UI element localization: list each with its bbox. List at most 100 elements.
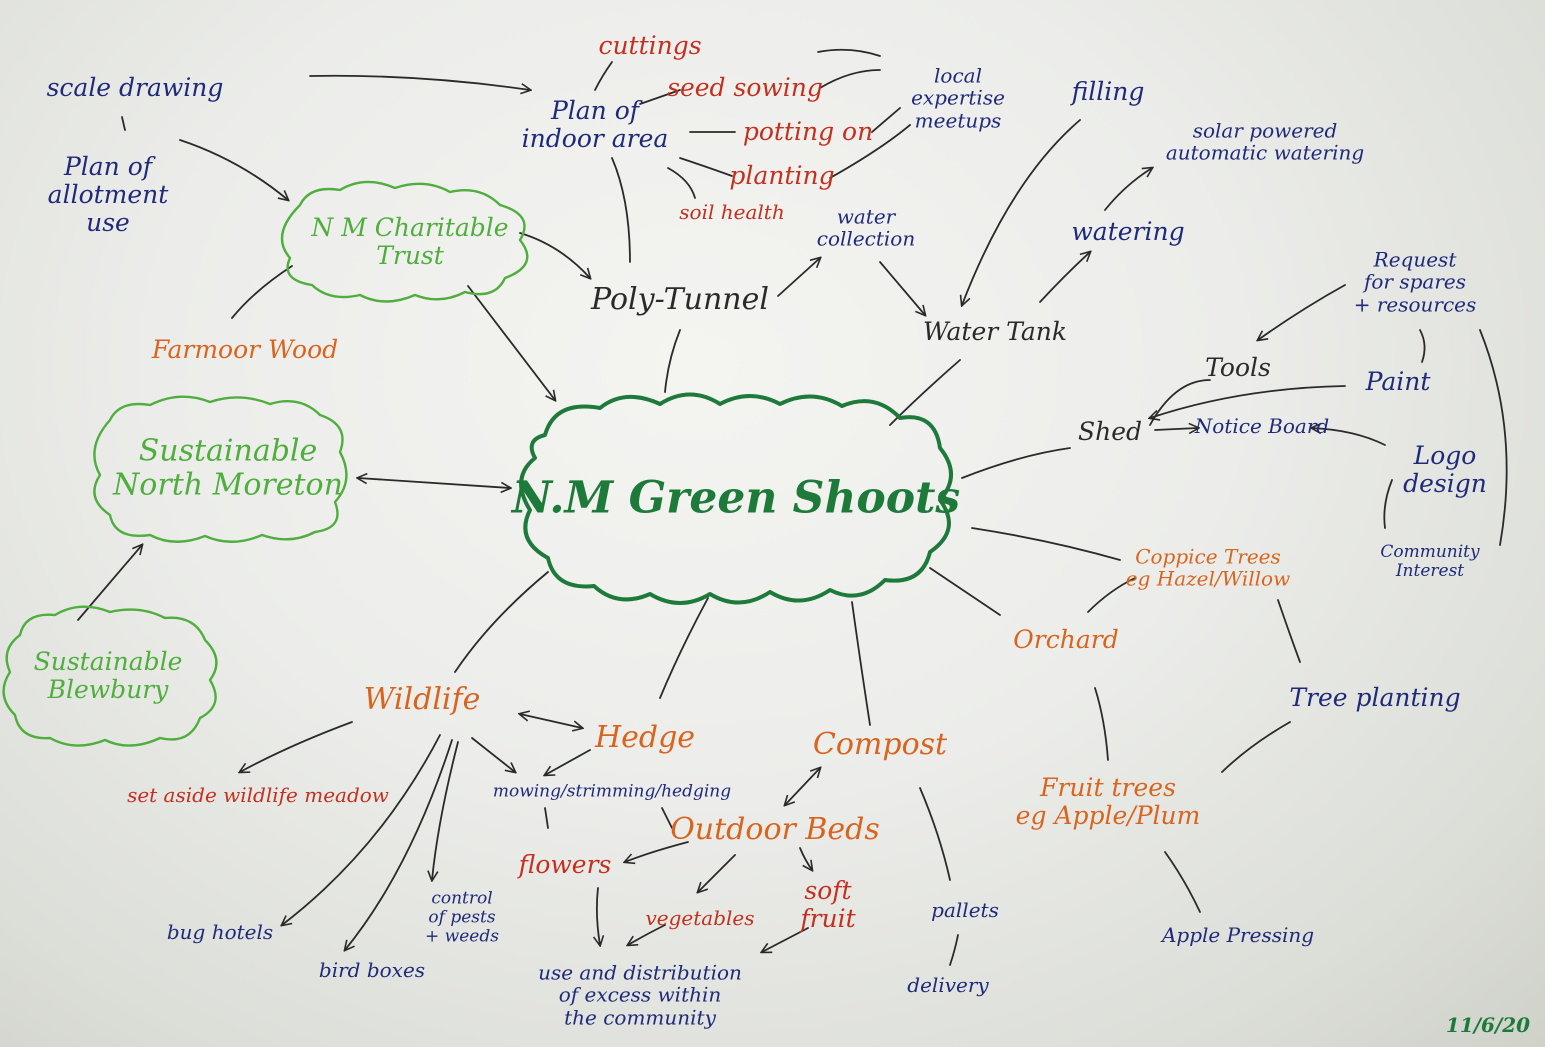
link-outdoor-flowers bbox=[625, 841, 689, 862]
node-hedge: Hedge bbox=[594, 720, 696, 756]
link-center-wildlife bbox=[454, 571, 549, 673]
node-cuttings: cuttings bbox=[598, 31, 702, 60]
node-soft-fruit: soft fruit bbox=[800, 876, 856, 933]
link-collection-tank bbox=[879, 261, 925, 315]
node-compost: Compost bbox=[812, 727, 948, 763]
link-hedge-mowing bbox=[545, 749, 591, 775]
node-control-pests-weeds: control of pests + weeds bbox=[425, 888, 499, 947]
node-logo-design: Logo design bbox=[1403, 441, 1487, 498]
link-polytunnel-center bbox=[664, 329, 681, 393]
node-fruit-trees: Fruit trees eg Apple/Plum bbox=[1015, 773, 1201, 830]
link-filling-tank bbox=[962, 119, 1081, 305]
node-farmoor-wood: Farmoor Wood bbox=[151, 335, 339, 364]
node-solar-automatic-watering: solar powered automatic watering bbox=[1165, 118, 1365, 165]
link-request-paint bbox=[1419, 329, 1426, 363]
node-paint: Paint bbox=[1365, 367, 1431, 396]
link-wildlife-hedge bbox=[520, 714, 582, 728]
link-wildlife-mowing bbox=[471, 737, 515, 772]
link-logo-notice bbox=[1312, 428, 1386, 446]
node-poly-tunnel: Poly-Tunnel bbox=[591, 282, 769, 318]
node-tree-planting: Tree planting bbox=[1289, 683, 1461, 712]
link-trust-to-polytunnel bbox=[519, 232, 590, 278]
node-water-tank: Water Tank bbox=[922, 317, 1068, 346]
node-planting: planting bbox=[729, 161, 835, 190]
node-scale-drawing: scale drawing bbox=[46, 73, 224, 102]
node-bug-hotels: bug hotels bbox=[166, 919, 274, 944]
link-compost-outdoor bbox=[785, 768, 820, 805]
center-cloud-outline bbox=[519, 392, 953, 605]
node-delivery: delivery bbox=[907, 972, 989, 997]
link-local-4 bbox=[829, 124, 911, 179]
link-fruit-apple bbox=[1164, 851, 1201, 913]
link-soil bbox=[667, 167, 696, 199]
link-orchard-fruit bbox=[1094, 687, 1109, 761]
link-plan-allotment-to-trust bbox=[179, 139, 288, 200]
node-flowers: flowers bbox=[518, 850, 612, 879]
node-local-expertise-meetups: local expertise meetups bbox=[911, 63, 1005, 133]
link-request-community bbox=[1479, 329, 1508, 546]
node-plan-indoor-area: Plan of indoor area bbox=[521, 96, 669, 153]
node-bird-boxes: bird boxes bbox=[318, 957, 426, 982]
node-tools: Tools bbox=[1205, 353, 1271, 382]
link-orchard-coppice bbox=[1087, 577, 1136, 613]
link-seed-sowing bbox=[639, 89, 681, 105]
node-outdoor-beds: Outdoor Beds bbox=[670, 812, 880, 848]
node-plan-allotment: Plan of allotment use bbox=[47, 152, 169, 237]
link-wildlife-setaside bbox=[240, 721, 353, 772]
link-scale-to-plan-indoor bbox=[309, 74, 530, 90]
link-cuttings bbox=[594, 61, 613, 91]
link-shed-notice bbox=[1154, 428, 1198, 430]
link-pallets-delivery bbox=[949, 934, 959, 966]
link-wildlife-pests bbox=[432, 741, 459, 880]
node-water-collection: water collection bbox=[816, 204, 916, 251]
node-set-aside-meadow: set aside wildlife meadow bbox=[127, 782, 389, 807]
link-mowing-outdoor-2 bbox=[661, 807, 673, 829]
link-coppice-treeplanting bbox=[1277, 599, 1301, 663]
link-watering-solar bbox=[1104, 168, 1152, 211]
link-outdoor-vegetables bbox=[698, 854, 736, 892]
link-trust-to-farmoor bbox=[231, 265, 293, 319]
node-potting-on: potting on bbox=[742, 117, 874, 146]
link-outdoor-softfruit bbox=[799, 847, 812, 870]
link-paint-shed bbox=[1150, 385, 1346, 418]
node-wildlife: Wildlife bbox=[363, 682, 481, 718]
link-treeplanting-fruit bbox=[1221, 721, 1291, 773]
link-tank-center bbox=[889, 359, 961, 426]
node-pallets: pallets bbox=[931, 897, 999, 922]
link-request-tools bbox=[1258, 284, 1346, 340]
node-vegetables: vegetables bbox=[645, 905, 755, 930]
link-wildlife-bughotels bbox=[282, 734, 441, 925]
node-sustainable-north-moreton: Sustainable North Moreton bbox=[113, 433, 343, 502]
node-watering: watering bbox=[1071, 217, 1185, 246]
link-logo-community bbox=[1383, 479, 1393, 529]
node-notice-board: Notice Board bbox=[1194, 413, 1330, 438]
sustainable-blewbury-cloud-outline bbox=[2, 605, 218, 747]
link-local-1 bbox=[817, 48, 881, 57]
link-mowing-outdoor bbox=[544, 807, 549, 829]
link-trust-to-center bbox=[467, 285, 555, 400]
link-compost-pallets bbox=[919, 787, 951, 881]
node-filling: filling bbox=[1071, 77, 1145, 106]
link-planting bbox=[679, 157, 733, 177]
date-stamp: 11/6/20 bbox=[1445, 1012, 1531, 1037]
link-indoor-polytunnel bbox=[611, 157, 631, 263]
node-sustainable-blewbury: Sustainable Blewbury bbox=[33, 647, 183, 704]
node-apple-pressing: Apple Pressing bbox=[1161, 922, 1315, 947]
node-use-and-distribution: use and distribution of excess within th… bbox=[538, 960, 742, 1030]
link-local-2 bbox=[819, 69, 881, 89]
link-nm-center bbox=[358, 478, 510, 488]
link-local-3 bbox=[871, 107, 901, 133]
node-community-interest: Community Interest bbox=[1380, 541, 1480, 581]
node-soil-health: soil health bbox=[679, 199, 785, 224]
link-vegetables-use bbox=[628, 924, 666, 945]
link-wildlife-birdboxes bbox=[345, 739, 453, 950]
node-charitable-trust: N M Charitable Trust bbox=[311, 213, 509, 270]
sustainable-nm-cloud-outline bbox=[93, 395, 348, 543]
link-center-compost bbox=[851, 601, 871, 726]
node-orchard: Orchard bbox=[1013, 625, 1119, 654]
link-center-hedge bbox=[659, 597, 709, 699]
link-softfruit-use bbox=[762, 927, 809, 952]
